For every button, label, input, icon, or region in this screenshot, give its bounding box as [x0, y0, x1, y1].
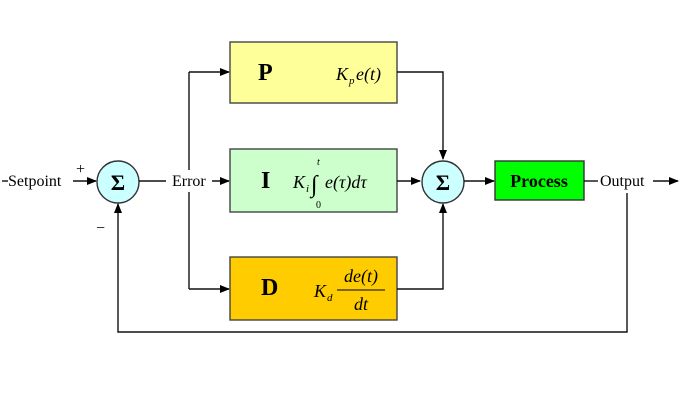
- i-block: I K i ∫ t 0 e(τ)dτ: [229, 148, 398, 213]
- integral-icon: ∫: [309, 172, 319, 199]
- i-upper-limit: t: [317, 157, 320, 168]
- i-gain: K: [292, 172, 306, 192]
- error-label: Error: [172, 173, 206, 190]
- d-letter: D: [261, 275, 278, 301]
- p-expr: e(t): [356, 64, 381, 85]
- setpoint-label: Setpoint: [8, 173, 62, 190]
- p-block-box: [229, 41, 398, 104]
- process-block: Process: [494, 160, 585, 201]
- pid-summing-junction: Σ: [421, 160, 465, 204]
- d-denominator: dt: [354, 294, 369, 314]
- i-expr: e(τ)dτ: [325, 172, 367, 193]
- feedback-arrow: [114, 193, 628, 333]
- output-label: Output: [600, 173, 645, 190]
- process-label: Process: [510, 171, 568, 191]
- minus-sign: −: [96, 220, 105, 237]
- pid-sum-circle: [421, 160, 465, 204]
- i-letter: I: [261, 168, 270, 194]
- i-block-box: [229, 148, 398, 213]
- sigma-icon: Σ: [111, 170, 125, 195]
- plus-sign: +: [76, 161, 85, 178]
- p-letter: P: [258, 60, 273, 86]
- d-block: D K d de(t) dt: [229, 256, 398, 321]
- sigma-icon: Σ: [436, 170, 450, 195]
- d-gain-sub: d: [327, 292, 333, 304]
- p-gain: K: [335, 64, 349, 84]
- d-numerator: de(t): [344, 266, 378, 287]
- d-to-sum-arrow: [397, 203, 447, 290]
- p-block: P K p e(t): [229, 41, 398, 104]
- i-gain-sub: i: [306, 183, 309, 195]
- error-summing-junction: Σ: [96, 160, 140, 204]
- d-gain: K: [313, 281, 327, 301]
- p-gain-sub: p: [348, 75, 355, 87]
- p-to-sum-arrow: [397, 71, 447, 160]
- i-lower-limit: 0: [316, 200, 321, 211]
